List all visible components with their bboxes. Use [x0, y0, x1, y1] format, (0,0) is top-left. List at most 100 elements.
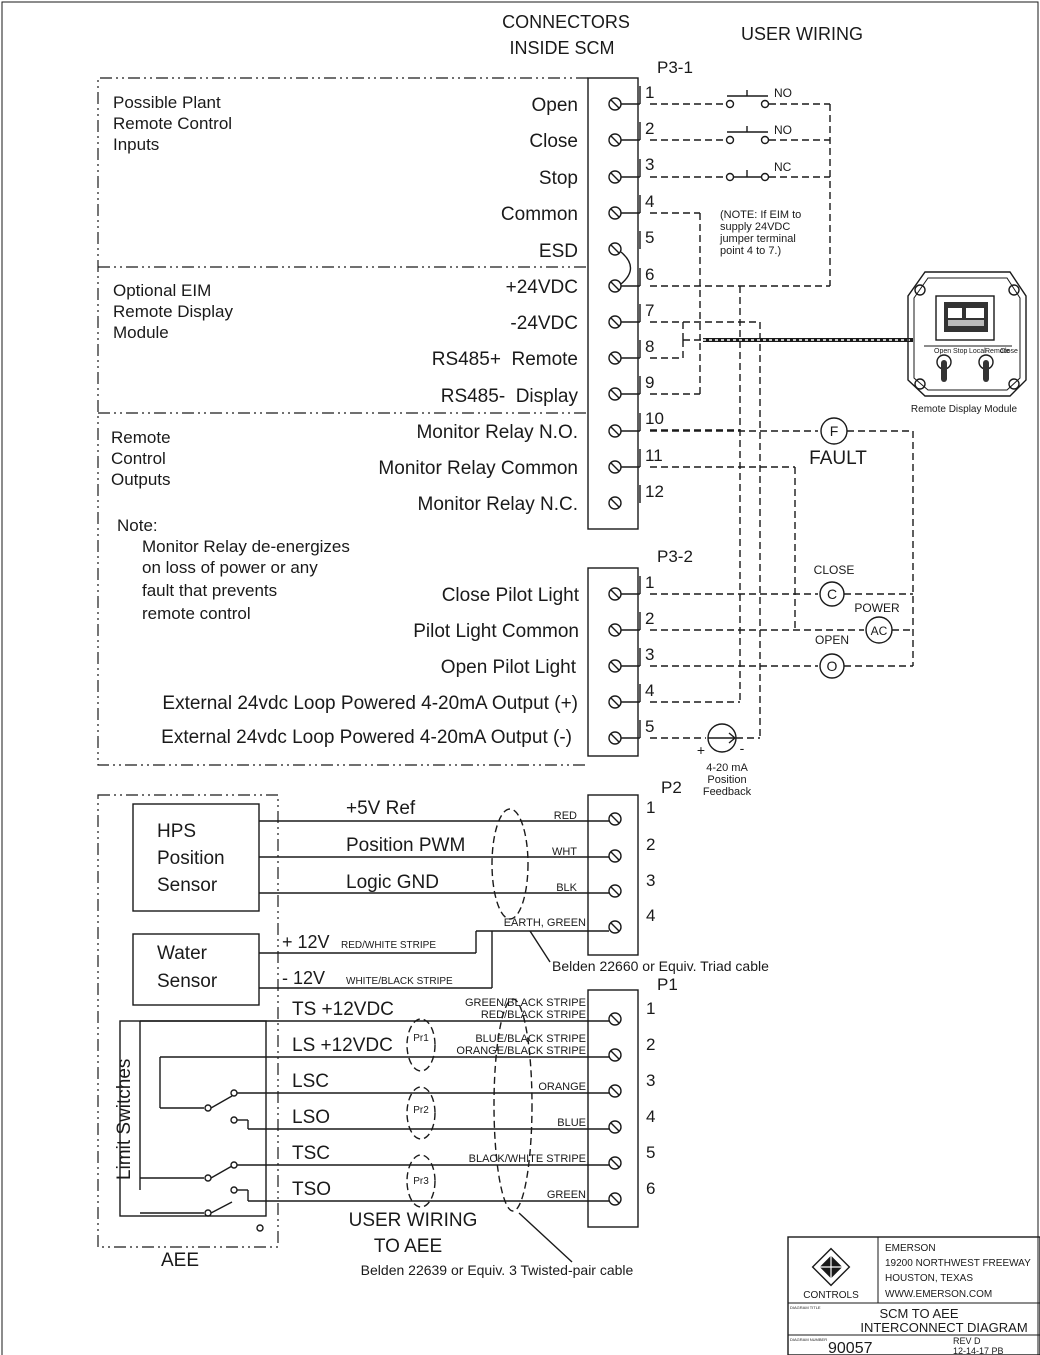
position-feedback: + - 4-20 mA Position Feedback [650, 723, 760, 798]
svg-text:Outputs: Outputs [111, 470, 171, 489]
user-wiring-aee-2: TO AEE [374, 1236, 442, 1257]
svg-text:Remote Control: Remote Control [113, 114, 232, 133]
svg-text:4-20 mA: 4-20 mA [706, 762, 748, 774]
limit-switch-box [119, 1020, 267, 1217]
svg-text:5: 5 [646, 1143, 655, 1162]
svg-text:ORANGE/BLACK STRIPE: ORANGE/BLACK STRIPE [456, 1045, 586, 1057]
p3-1-label-rs485m: RS485- Display [441, 386, 579, 407]
svg-text:WHITE/BLACK STRIPE: WHITE/BLACK STRIPE [346, 976, 453, 987]
p3-1-label-relay-nc: Monitor Relay N.C. [418, 494, 579, 515]
svg-text:Module: Module [113, 323, 169, 342]
header-user-wiring: USER WIRING [741, 24, 863, 44]
svg-text:GREEN: GREEN [547, 1189, 586, 1201]
eim-jumper-note: (NOTE: If EIM to supply 24VDC jumper ter… [719, 209, 801, 257]
svg-text:-: - [740, 740, 745, 756]
svg-text:Feedback: Feedback [703, 786, 752, 798]
pair-3-label: Pr3 [413, 1176, 429, 1187]
svg-text:19200 NORTHWEST FREEWAY: 19200 NORTHWEST FREEWAY [885, 1258, 1031, 1269]
switch-open-no: NO [774, 86, 792, 100]
svg-text:RED: RED [554, 810, 577, 822]
open-light-title: OPEN [815, 633, 849, 647]
p3-1-label-stop: Stop [539, 168, 578, 189]
svg-text:3: 3 [645, 155, 654, 174]
p3-1-label-rs485p: RS485+ Remote [432, 349, 578, 370]
svg-text:1: 1 [645, 573, 654, 592]
p3-1-label-relay-com: Monitor Relay Common [378, 458, 578, 479]
diagram-title-2: INTERCONNECT DIAGRAM [860, 1320, 1027, 1335]
p1-label: P1 [657, 975, 678, 994]
svg-text:12: 12 [645, 482, 664, 501]
p1-signal-ts12: TS +12VDC [292, 999, 394, 1020]
p1-signal-ls12: LS +12VDC [292, 1035, 393, 1056]
svg-text:6: 6 [645, 265, 654, 284]
svg-text:BLUE/BLACK STRIPE: BLUE/BLACK STRIPE [475, 1033, 586, 1045]
svg-text:BLK: BLK [556, 882, 577, 894]
svg-text:7: 7 [645, 301, 654, 320]
svg-text:2: 2 [645, 609, 654, 628]
p3-1-terminals: Open Close Stop Common ESD +24VDC -24VDC… [378, 83, 664, 515]
svg-text:DIAGRAM TITLE: DIAGRAM TITLE [790, 1305, 821, 1310]
svg-text:2: 2 [646, 1035, 655, 1054]
fault-lamp-wiring: F FAULT [650, 417, 914, 666]
p3-1-screws [608, 97, 622, 510]
svg-text:11: 11 [645, 446, 663, 465]
svg-text:RED/BLACK STRIPE: RED/BLACK STRIPE [481, 1009, 586, 1021]
limit-switch-contacts [139, 1021, 266, 1232]
svg-text:C: C [827, 586, 837, 602]
svg-text:supply 24VDC: supply 24VDC [720, 221, 790, 233]
p1-signal-lso: LSO [292, 1107, 330, 1128]
water-sensor-box [132, 933, 260, 1006]
svg-text:9: 9 [645, 373, 654, 392]
p3-2-label-open-pilot: Open Pilot Light [441, 657, 577, 678]
user-wiring-aee-1: USER WIRING [349, 1210, 478, 1231]
svg-text:Sensor: Sensor [157, 971, 218, 992]
svg-text:+: + [697, 742, 705, 758]
svg-text:O: O [827, 658, 838, 674]
svg-text:1: 1 [646, 999, 655, 1018]
svg-text:+ 12V: + 12V [282, 932, 330, 952]
close-light-title: CLOSE [814, 563, 855, 577]
switch-close-no: NO [774, 123, 792, 137]
svg-text:AC: AC [871, 624, 888, 638]
svg-text:4: 4 [645, 681, 654, 700]
svg-text:Position: Position [707, 774, 746, 786]
svg-text:3: 3 [645, 645, 654, 664]
p3-1-label-open: Open [532, 95, 578, 116]
hps-sensor-label: HPS Position Sensor [157, 821, 225, 896]
svg-text:DIAGRAM NUMBER: DIAGRAM NUMBER [790, 1337, 827, 1342]
water-sensor-label: Water Sensor [157, 943, 218, 992]
svg-text:1: 1 [645, 83, 654, 102]
twisted-cable-label: Belden 22639 or Equiv. 3 Twisted-pair ca… [361, 1262, 634, 1278]
p3-1-label-minus24: -24VDC [510, 313, 578, 334]
switch-stop-nc: NC [774, 160, 792, 174]
header-connectors: CONNECTORS [502, 12, 630, 32]
title-block: CONTROLS EMERSON 19200 NORTHWEST FREEWAY… [787, 1236, 1040, 1355]
svg-text:ORANGE: ORANGE [538, 1081, 586, 1093]
svg-text:Water: Water [157, 943, 208, 964]
svg-text:Inputs: Inputs [113, 135, 159, 154]
svg-text:4: 4 [646, 1107, 655, 1126]
p3-2-screws [608, 587, 622, 745]
p3-2-label: P3-2 [657, 547, 693, 566]
p2-label: P2 [661, 778, 682, 797]
svg-text:3: 3 [646, 1071, 655, 1090]
rdm-knob-remote: Remote [985, 348, 1010, 355]
logo-text: CONTROLS [803, 1290, 859, 1301]
p2-signal-pwm: Position PWM [346, 835, 465, 856]
svg-text:fault that prevents: fault that prevents [142, 581, 277, 600]
p2-terminals: 1 2 3 4 [608, 798, 655, 934]
svg-text:Remote Display Module: Remote Display Module [911, 404, 1018, 415]
company-name: EMERSON [885, 1243, 936, 1254]
svg-text:4: 4 [645, 192, 654, 211]
control-outputs-label: Remote Control Outputs [111, 428, 171, 489]
remote-display-module: Open Stop Local Remote Close Remote Disp… [907, 271, 1027, 415]
svg-text:6: 6 [646, 1179, 655, 1198]
fault-label: FAULT [809, 448, 867, 469]
p3-1-block [587, 77, 639, 530]
aee-label: AEE [161, 1250, 199, 1271]
svg-text:RED/WHITE STRIPE: RED/WHITE STRIPE [341, 940, 436, 951]
rdm-knob-local: Local [969, 348, 986, 355]
p3-2-label-loop-minus: External 24vdc Loop Powered 4-20mA Outpu… [161, 727, 572, 748]
p2-signal-gnd: Logic GND [346, 872, 439, 893]
header-inside-scm: INSIDE SCM [509, 38, 614, 58]
